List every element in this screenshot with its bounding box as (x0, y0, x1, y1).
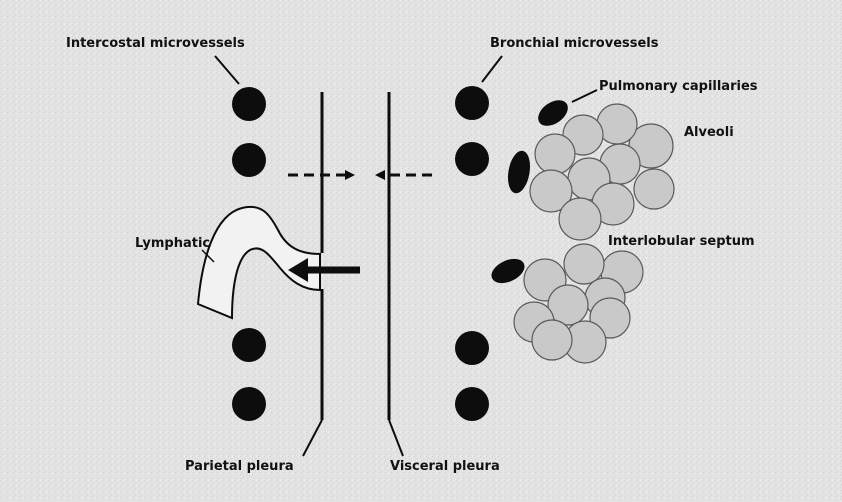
intercostal-vessel (232, 87, 266, 121)
label-intercostal-microvessels: Intercostal microvessels (66, 36, 245, 51)
bronchial-vessel (455, 86, 489, 120)
intercostal-vessel (232, 328, 266, 362)
label-visceral-pleura: Visceral pleura (390, 459, 500, 474)
label-pulmonary-capillaries: Pulmonary capillaries (599, 79, 758, 94)
label-alveoli: Alveoli (684, 125, 734, 140)
label-bronchial-microvessels: Bronchial microvessels (490, 36, 659, 51)
bronchial-vessel (455, 387, 489, 421)
alveolus (634, 169, 674, 209)
label-lymphatic: Lymphatic (135, 236, 210, 251)
label-parietal-pleura: Parietal pleura (185, 459, 294, 474)
bronchial-vessel (455, 142, 489, 176)
alveolus (532, 320, 572, 360)
alveolus (564, 244, 604, 284)
label-interlobular-septum: Interlobular septum (608, 234, 755, 249)
intercostal-vessel (232, 143, 266, 177)
bronchial-vessel (455, 331, 489, 365)
alveolus (559, 198, 601, 240)
intercostal-vessel (232, 387, 266, 421)
alveolus (535, 134, 575, 174)
